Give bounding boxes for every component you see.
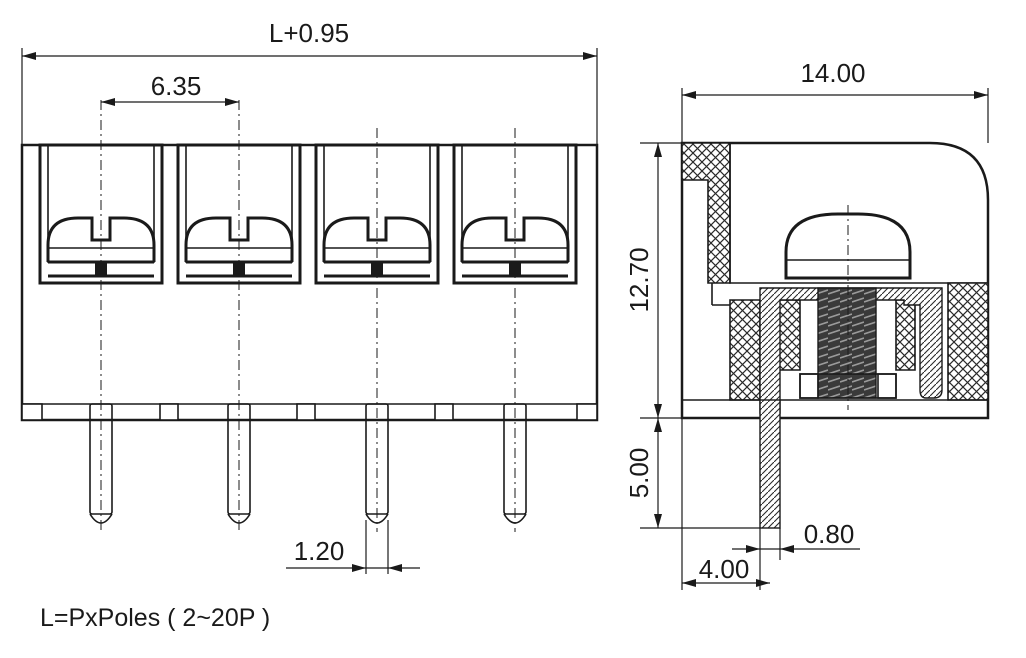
pin-offset-label: 4.00 — [699, 554, 750, 584]
pin-thickness-label: 0.80 — [804, 519, 855, 549]
side-screw-head — [784, 212, 912, 280]
screw-head — [460, 216, 570, 262]
pitch-dimension: 6.35 — [101, 71, 239, 106]
pin-width-label: 1.20 — [294, 536, 345, 566]
screw-head — [322, 216, 432, 262]
screw-thread — [817, 287, 877, 399]
side-view: 14.00 12.70 5.00 0.80 — [624, 58, 990, 590]
poles-formula-note: L=PxPoles ( 2~20P ) — [40, 604, 270, 632]
base-section-end — [947, 282, 989, 401]
pin-length-label: 5.00 — [624, 448, 654, 499]
depth-label: 14.00 — [800, 58, 865, 88]
front-view: L+0.95 6.35 1.20 — [20, 18, 599, 574]
body-height-dimension: 12.70 — [624, 142, 760, 419]
overall-length-dimension: L+0.95 — [21, 18, 598, 145]
side-pin — [759, 399, 781, 529]
depth-dimension: 14.00 — [681, 58, 989, 143]
pin-length-dimension: 5.00 — [624, 418, 760, 529]
body-height-label: 12.70 — [624, 247, 654, 312]
base-section-left — [729, 299, 761, 401]
pin-thickness-dimension: 0.80 — [732, 519, 860, 590]
base-section-right — [895, 299, 916, 371]
pin-offset-dimension: 4.00 — [681, 418, 770, 590]
overall-length-label: L+0.95 — [269, 18, 349, 48]
bottom-notches — [21, 403, 598, 421]
base-section-mid — [777, 299, 801, 371]
centerlines — [100, 100, 516, 532]
pitch-label: 6.35 — [151, 71, 202, 101]
pin-width-dimension: 1.20 — [286, 520, 420, 574]
